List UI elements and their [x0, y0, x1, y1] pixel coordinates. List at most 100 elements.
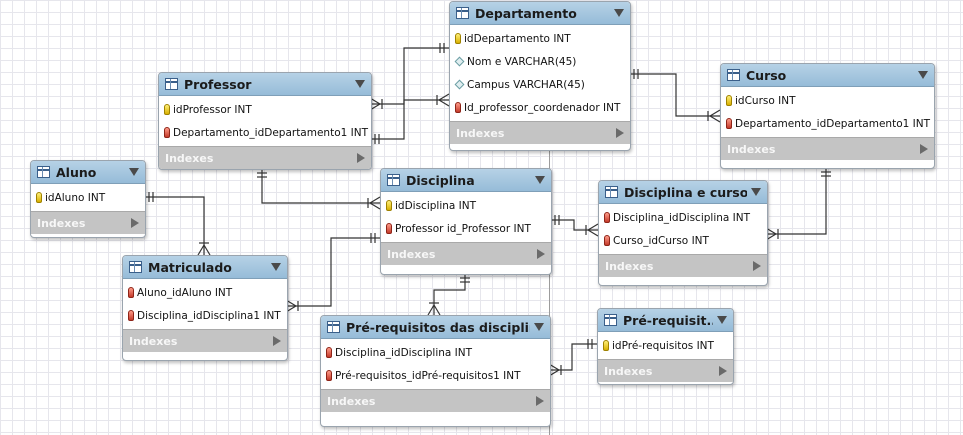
entity-header[interactable]: Departamento	[450, 2, 630, 25]
foreign-key-icon	[604, 212, 610, 223]
column-name: Departamento_idDepartamento1 INT	[735, 117, 931, 130]
indexes-section[interactable]: Indexes	[599, 254, 767, 277]
entity-header[interactable]: Disciplina	[381, 169, 551, 192]
column-row[interactable]: Disciplina_idDisciplina INT	[321, 341, 550, 364]
column-list: idCurso INT Departamento_idDepartamento1 …	[721, 87, 934, 137]
entity-pre-requisitos[interactable]: Pré-requisit... idPré-requisitos INT Index…	[597, 308, 734, 385]
column-row[interactable]: Departamento_idDepartamento1 INT	[159, 121, 371, 144]
indexes-label: Indexes	[727, 142, 776, 156]
entity-header[interactable]: Pré-requisit...	[598, 309, 733, 332]
collapse-arrow-icon[interactable]	[271, 263, 281, 271]
column-row[interactable]: Disciplina_idDisciplina INT	[599, 206, 767, 229]
rel-professor-disciplina	[261, 168, 380, 204]
collapse-arrow-icon[interactable]	[129, 168, 139, 176]
expand-right-arrow-icon[interactable]	[537, 249, 545, 259]
expand-right-arrow-icon[interactable]	[536, 396, 544, 406]
column-row[interactable]: idDisciplina INT	[381, 194, 551, 217]
column-row[interactable]: idCurso INT	[721, 89, 934, 112]
indexes-section[interactable]: Indexes	[450, 121, 630, 144]
entity-header[interactable]: Curso	[721, 64, 934, 87]
column-list: idAluno INT	[31, 184, 145, 211]
foreign-key-icon	[726, 118, 732, 129]
column-row[interactable]: Professor id_Professor INT	[381, 217, 551, 240]
column-row[interactable]: Aluno_idAluno INT	[123, 281, 287, 304]
entity-header[interactable]: Aluno	[31, 161, 145, 184]
rel-professor-departamento-b	[370, 99, 449, 140]
indexes-section[interactable]: Indexes	[598, 359, 733, 382]
attribute-diamond-icon	[454, 56, 465, 67]
primary-key-icon	[455, 33, 461, 44]
entity-header[interactable]: Professor	[159, 73, 371, 96]
collapse-arrow-icon[interactable]	[535, 176, 545, 184]
many-marker	[587, 229, 599, 237]
entity-header[interactable]: Matriculado	[123, 256, 287, 279]
indexes-label: Indexes	[604, 364, 653, 378]
collapse-arrow-icon[interactable]	[918, 71, 928, 79]
expand-right-arrow-icon[interactable]	[131, 218, 139, 228]
foreign-key-icon	[128, 310, 134, 321]
expand-right-arrow-icon[interactable]	[920, 144, 928, 154]
expand-right-arrow-icon[interactable]	[273, 336, 281, 346]
entity-title: Pré-requisit...	[623, 312, 713, 328]
expand-right-arrow-icon[interactable]	[357, 153, 365, 163]
attribute-diamond-icon	[454, 79, 465, 90]
column-row[interactable]: idProfessor INT	[159, 98, 371, 121]
indexes-section[interactable]: Indexes	[721, 137, 934, 160]
many-marker	[709, 109, 721, 117]
collapse-arrow-icon[interactable]	[614, 9, 624, 17]
column-name: Disciplina_idDisciplina INT	[335, 346, 473, 359]
collapse-arrow-icon[interactable]	[534, 323, 544, 331]
entity-header[interactable]: Disciplina e curso	[599, 181, 767, 204]
indexes-section[interactable]: Indexes	[123, 329, 287, 352]
indexes-section[interactable]: Indexes	[321, 389, 550, 412]
column-row[interactable]: idAluno INT	[31, 186, 145, 209]
entity-header[interactable]: Pré-requisitos das disciplinas	[321, 316, 550, 339]
column-row[interactable]: Campus VARCHAR(45)	[450, 73, 630, 96]
collapse-arrow-icon[interactable]	[751, 188, 761, 196]
rel-prerequisitos-prerequisitos-das	[549, 343, 597, 371]
column-row[interactable]: Curso_idCurso INT	[599, 229, 767, 252]
indexes-section[interactable]: Indexes	[381, 242, 551, 265]
column-row[interactable]: Pré-requisitos_idPré-requisitos1 INT	[321, 364, 550, 387]
column-row[interactable]: Id_professor_coordenador INT	[450, 96, 630, 119]
foreign-key-icon	[604, 235, 610, 246]
foreign-key-icon	[128, 287, 134, 298]
entity-professor[interactable]: Professor idProfessor INT Departamento_idD…	[158, 72, 372, 170]
indexes-section[interactable]: Indexes	[31, 211, 145, 234]
collapse-arrow-icon[interactable]	[355, 80, 365, 88]
rel-aluno-matriculado	[144, 196, 205, 255]
indexes-section[interactable]: Indexes	[159, 146, 371, 169]
column-name: Pré-requisitos_idPré-requisitos1 INT	[335, 369, 521, 382]
column-row[interactable]: idPré-requisitos INT	[598, 334, 733, 357]
foreign-key-icon	[164, 127, 170, 138]
table-icon	[727, 69, 740, 81]
entity-title: Professor	[184, 76, 252, 92]
column-row[interactable]: Nom e VARCHAR(45)	[450, 50, 630, 73]
entity-pre-requisitos-das-disciplinas[interactable]: Pré-requisitos das disciplinasDisciplina…	[320, 315, 551, 427]
column-row[interactable]: Departamento_idDepartamento1 INT	[721, 112, 934, 135]
column-name: Disciplina_idDisciplina1 INT	[137, 309, 281, 322]
many-marker	[203, 244, 211, 256]
indexes-label: Indexes	[37, 216, 86, 230]
table-icon	[605, 186, 618, 198]
column-name: Departamento_idDepartamento1 INT	[173, 126, 369, 139]
expand-right-arrow-icon[interactable]	[616, 128, 624, 138]
many-marker	[369, 196, 381, 204]
indexes-label: Indexes	[605, 259, 654, 273]
indexes-label: Indexes	[129, 334, 178, 348]
collapse-arrow-icon[interactable]	[717, 316, 727, 324]
column-row[interactable]: Disciplina_idDisciplina1 INT	[123, 304, 287, 327]
expand-right-arrow-icon[interactable]	[753, 261, 761, 271]
column-row[interactable]: idDepartamento INT	[450, 27, 630, 50]
indexes-label: Indexes	[456, 126, 505, 140]
foreign-key-icon	[326, 347, 332, 358]
expand-right-arrow-icon[interactable]	[719, 366, 727, 376]
